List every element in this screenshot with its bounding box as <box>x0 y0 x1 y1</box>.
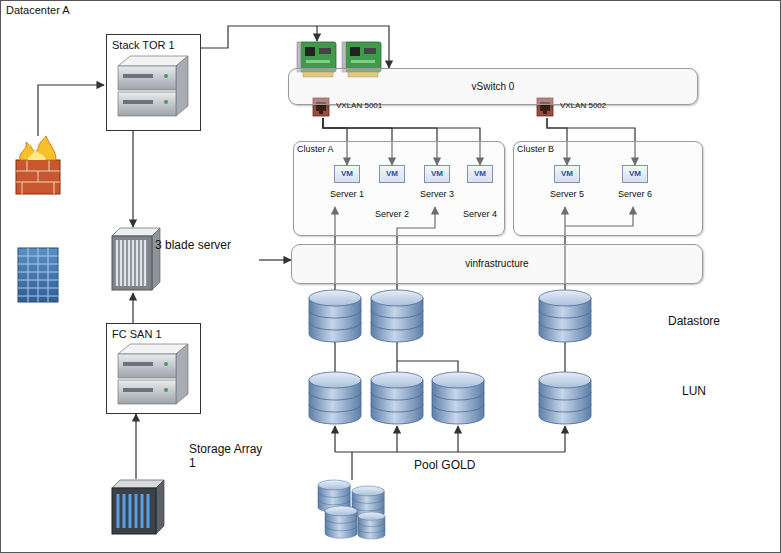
vm-icon: VM <box>334 165 360 183</box>
section-label: LUN <box>682 384 706 398</box>
datastore-cylinder <box>371 290 423 342</box>
vm-icon: VM <box>554 165 580 183</box>
node-label: Datacenter A <box>6 4 70 17</box>
vm-label: VM <box>341 169 353 178</box>
cluster-box: Cluster B VM Server 5 VM Server 6 <box>513 141 703 236</box>
vswitch-band: vSwitch 0VXLAN 5001VXLAN 5002 <box>288 68 698 105</box>
firewall-icon <box>16 136 60 194</box>
vm-label: VM <box>629 169 641 178</box>
lun-cylinder <box>309 372 361 424</box>
vxlan-port: VXLAN 5001 <box>314 98 398 118</box>
lun-cylinder <box>539 372 591 424</box>
node-label: vSwitch 0 <box>472 81 515 93</box>
vm-node: VM Server 3 <box>415 165 459 199</box>
node-label: FC SAN 1 <box>112 328 162 341</box>
connector <box>259 259 291 260</box>
node-label: Stack TOR 1 <box>112 39 175 52</box>
firewall-wire <box>38 85 104 136</box>
vm-icon: VM <box>467 165 493 183</box>
switch-icon <box>118 56 188 116</box>
vm-icon: VM <box>379 165 405 183</box>
vm-icon: VM <box>622 165 648 183</box>
node-label: VXLAN 5002 <box>560 101 606 110</box>
vm-node: VM Server 2 <box>370 165 414 219</box>
vxlan-port: VXLAN 5002 <box>538 98 622 118</box>
switch-box: Stack TOR 1 <box>106 34 201 131</box>
storage-array-node: Storage Array 1 <box>109 479 249 537</box>
infrastructure-band: vinfrastructure <box>291 244 703 284</box>
connector <box>132 293 133 323</box>
vm-node: VM Server 5 <box>545 165 589 199</box>
blade-server-node: 3 blade server <box>109 227 259 293</box>
datastore-cylinder <box>539 290 591 342</box>
node-label: Server 3 <box>420 189 454 199</box>
datastore-cylinder <box>309 290 361 342</box>
uplink-branch <box>316 26 317 41</box>
cluster-box: Cluster AVMServer 1VMServer 2VMServer 3V… <box>293 141 505 236</box>
connector <box>132 131 133 227</box>
node-label: Cluster B <box>517 144 554 154</box>
node-label: Server 5 <box>550 189 584 199</box>
lun-cylinder <box>371 372 423 424</box>
node-label: vinfrastructure <box>465 258 528 270</box>
node-label: Server 2 <box>375 209 409 219</box>
node-label: Storage Array 1 <box>189 443 271 471</box>
blade-chassis-icon <box>112 228 160 290</box>
vm-node: VM Server 1 <box>325 165 369 199</box>
node-label: VXLAN 5001 <box>336 101 382 110</box>
node-label: 3 blade server <box>155 239 231 253</box>
building-icon <box>18 248 58 302</box>
node-label: Server 6 <box>618 189 652 199</box>
connector <box>201 26 389 68</box>
section-label: Pool GOLD <box>414 458 475 472</box>
lun-cylinder <box>432 372 484 424</box>
vm-label: VM <box>386 169 398 178</box>
san-switch-icon <box>118 344 188 404</box>
san-switch-box: FC SAN 1 <box>106 323 201 414</box>
node-label: Cluster A <box>297 144 334 154</box>
vm-node: VM Server 4 <box>458 165 502 219</box>
vm-label: VM <box>474 169 486 178</box>
connector <box>135 414 136 479</box>
vm-label: VM <box>561 169 573 178</box>
storage-array-icon <box>112 480 164 534</box>
section-label: Datastore <box>668 314 720 328</box>
vm-icon: VM <box>424 165 450 183</box>
vm-label: VM <box>431 169 443 178</box>
pool-disks <box>318 480 385 539</box>
vm-node: VM Server 6 <box>613 165 657 199</box>
node-label: Server 4 <box>463 209 497 219</box>
node-label: Server 1 <box>330 189 364 199</box>
